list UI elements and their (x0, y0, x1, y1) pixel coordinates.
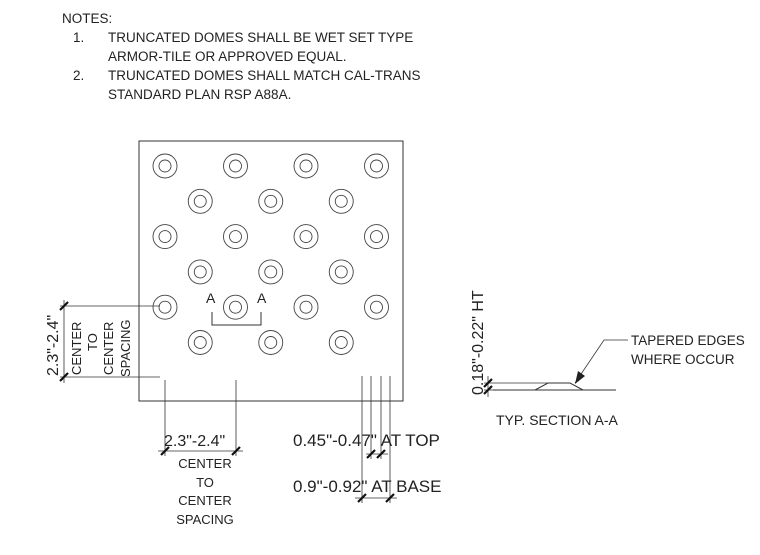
dome-base-circle (293, 294, 319, 320)
dome-top-circle (299, 230, 313, 244)
tick-mark (483, 378, 493, 388)
section-cut-line (211, 312, 262, 326)
dome-top-circle (299, 300, 313, 314)
dome-base-circle (328, 188, 354, 214)
dome-base-circle (364, 153, 389, 179)
dome-base-circle (152, 224, 178, 250)
horizontal-spacing-label: CENTER (178, 493, 231, 508)
tick-mark (483, 385, 493, 395)
note-text-line: TRUNCATED DOMES SHALL MATCH CAL-TRANS (108, 68, 421, 83)
section-cut-marker: A A (206, 290, 267, 326)
tick-mark (59, 301, 69, 311)
dome-base-circle (187, 259, 213, 285)
dome-top-circle (370, 159, 383, 173)
typical-section: 0.18"-0.22" HT TAPERED EDGES WHERE OCCUR… (470, 290, 745, 428)
dome-top-circle (334, 265, 348, 279)
dome-top-circle (193, 265, 207, 279)
dome-profile (534, 382, 584, 391)
vertical-spacing-label: SPACING (118, 319, 133, 377)
tick-mark (376, 449, 386, 459)
dome-top-circle (229, 159, 242, 173)
dome-top-dimension: 0.45"-0.47" AT TOP (293, 431, 440, 450)
dome-base-circle (293, 224, 319, 250)
section-height-dimension: 0.18"-0.22" HT (470, 290, 487, 395)
dome-base-circle (364, 224, 389, 250)
dome-top-circle (193, 336, 207, 349)
tick-mark (357, 493, 367, 503)
dome-top-circle (193, 194, 207, 208)
note-number: 1. (73, 30, 85, 45)
dome-base-circle (223, 153, 248, 179)
dome-base-dimension: 0.9"-0.92" AT BASE (293, 477, 441, 496)
notes-heading: NOTES: (62, 11, 113, 26)
tick-mark (385, 493, 395, 503)
dome-top-circle (264, 336, 278, 349)
dome-top-circle (158, 159, 172, 173)
dome-base-circle (152, 153, 178, 179)
dome-base-circle (258, 188, 284, 214)
horizontal-spacing-label: TO (196, 475, 214, 490)
section-marker-right: A (257, 290, 267, 306)
dome-top-circle (158, 300, 172, 314)
dome-top-circle (334, 336, 348, 349)
dome-top-circle (264, 265, 278, 279)
vertical-spacing-label: CENTER (69, 322, 84, 375)
dome-top-circle (299, 159, 313, 173)
tick-mark (59, 372, 69, 382)
horizontal-spacing-dimension: 2.3"-2.4" CENTER TO CENTER SPACING (158, 380, 243, 527)
arrow-head (575, 371, 585, 384)
note-item: 2. TRUNCATED DOMES SHALL MATCH CAL-TRANS… (62, 66, 421, 104)
dome-base-circle (187, 330, 213, 355)
note-text-line: TRUNCATED DOMES SHALL BE WET SET TYPE (108, 30, 414, 45)
note-text-line: STANDARD PLAN RSP A88A. (108, 87, 292, 102)
note-item: 1. TRUNCATED DOMES SHALL BE WET SET TYPE… (62, 28, 421, 66)
notes-block: NOTES: 1. TRUNCATED DOMES SHALL BE WET S… (62, 9, 421, 104)
dome-top-circle (370, 300, 383, 314)
dome-base-circle (187, 188, 213, 214)
dome-top-circle (370, 230, 383, 244)
dome-grid (152, 153, 389, 355)
callout-text-line: WHERE OCCUR (631, 352, 735, 367)
dome-base-circle (258, 259, 284, 285)
vertical-spacing-value: 2.3"-2.4" (45, 315, 62, 376)
section-marker-left: A (206, 290, 216, 306)
dome-base-circle (293, 153, 319, 179)
dome-base-circle (364, 294, 389, 320)
dome-base-circle (223, 294, 248, 320)
note-text-line: ARMOR-TILE OR APPROVED EQUAL. (108, 49, 347, 64)
callout-text-line: TAPERED EDGES (631, 333, 745, 348)
dome-base-circle (328, 259, 354, 285)
dome-top-circle (229, 230, 242, 244)
dome-base-circle (258, 330, 284, 355)
tick-mark (231, 446, 241, 456)
vertical-spacing-label: TO (85, 333, 100, 351)
horizontal-spacing-label: SPACING (176, 512, 234, 527)
dome-top-circle (264, 194, 278, 208)
section-title: TYP. SECTION A-A (496, 412, 619, 428)
tile-outline (138, 140, 404, 402)
horizontal-spacing-value: 2.3"-2.4" (164, 433, 225, 450)
callout-leader (574, 339, 628, 384)
horizontal-spacing-label: CENTER (178, 456, 231, 471)
dome-top-circle (158, 230, 172, 244)
dome-base-circle (223, 224, 248, 250)
vertical-spacing-label: CENTER (101, 322, 116, 375)
vertical-spacing-dimension: 2.3"-2.4" CENTER TO CENTER SPACING (45, 300, 160, 383)
dome-top-circle (229, 300, 242, 314)
tick-mark (160, 446, 170, 456)
note-number: 2. (73, 68, 85, 83)
dome-base-circle (328, 330, 354, 355)
dome-size-dimensions: 0.45"-0.47" AT TOP 0.9"-0.92" AT BASE (293, 376, 441, 503)
dome-top-circle (334, 194, 348, 208)
tick-mark (366, 449, 376, 459)
dome-base-circle (152, 294, 178, 320)
